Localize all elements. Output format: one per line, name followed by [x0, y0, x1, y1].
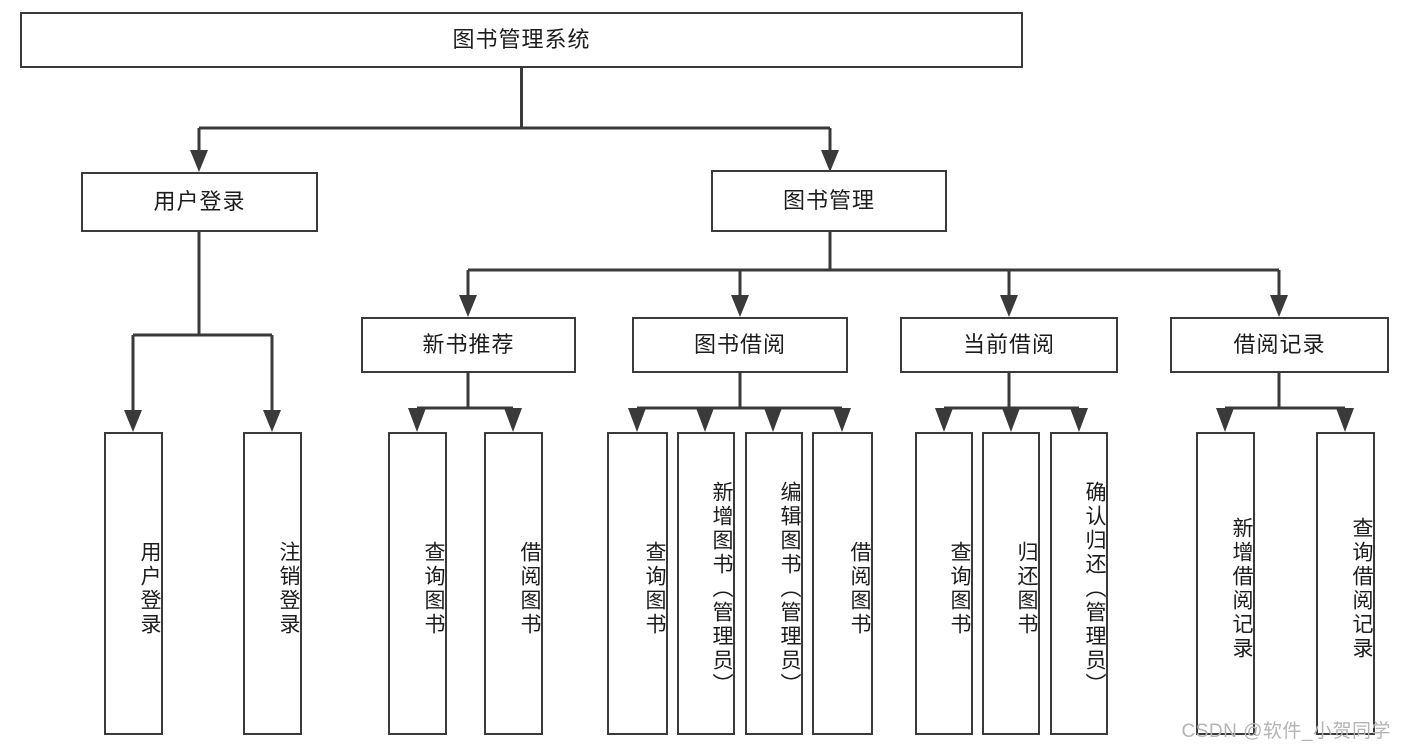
node-label: 借阅图书 — [848, 540, 871, 637]
node-label: 确认归还（管理员） — [1083, 480, 1106, 697]
arrow-book-manage — [821, 150, 839, 172]
arrow-leaf-query-book-1 — [408, 408, 426, 432]
node-leaf-query-borrow-record[interactable]: 查询借阅记录 — [1316, 432, 1375, 735]
arrow-leaf-query-book-3 — [935, 408, 953, 432]
node-label: 新增图书（管理员） — [710, 480, 733, 697]
node-label: 图书管理系统 — [452, 27, 591, 53]
arrow-leaf-add-record — [1216, 408, 1234, 432]
node-borrow-record[interactable]: 借阅记录 — [1170, 317, 1389, 373]
node-book-management-system[interactable]: 图书管理系统 — [20, 12, 1023, 68]
node-leaf-logout-login[interactable]: 注销登录 — [243, 432, 302, 735]
node-label: 新增借阅记录 — [1230, 516, 1253, 661]
node-new-book-recommend[interactable]: 新书推荐 — [361, 317, 576, 373]
node-leaf-query-book-borrow[interactable]: 查询图书 — [607, 432, 668, 735]
arrow-leaf-logout-login — [263, 410, 281, 432]
arrow-leaf-user-login — [124, 410, 142, 432]
arrow-leaf-query-record — [1336, 408, 1354, 432]
node-leaf-add-book[interactable]: 新增图书（管理员） — [677, 432, 735, 735]
arrow-leaf-borrow-book-1 — [504, 408, 522, 432]
arrow-leaf-return-book — [1002, 408, 1020, 432]
node-label: 查询图书 — [422, 540, 445, 637]
arrow-new-book-recommend — [459, 295, 477, 317]
node-leaf-query-book-current[interactable]: 查询图书 — [915, 432, 973, 735]
arrow-leaf-borrow-book-2 — [833, 408, 851, 432]
arrow-borrow-record — [1270, 295, 1288, 317]
arrow-current-borrow — [1000, 295, 1018, 317]
node-label: 当前借阅 — [962, 332, 1055, 358]
node-book-borrow[interactable]: 图书借阅 — [632, 317, 848, 373]
node-leaf-query-book-recommend[interactable]: 查询图书 — [388, 432, 447, 735]
node-current-borrow[interactable]: 当前借阅 — [900, 317, 1118, 373]
node-label: 图书管理 — [782, 188, 875, 214]
node-leaf-edit-book[interactable]: 编辑图书（管理员） — [745, 432, 803, 735]
arrow-user-login — [190, 150, 208, 172]
arrow-leaf-confirm-return — [1070, 408, 1088, 432]
node-label: 用户登录 — [153, 189, 246, 215]
node-label: 借阅图书 — [518, 540, 541, 637]
node-leaf-borrow-book[interactable]: 借阅图书 — [812, 432, 873, 735]
node-label: 注销登录 — [277, 540, 300, 637]
arrow-leaf-edit-book — [764, 408, 782, 432]
node-leaf-borrow-book-recommend[interactable]: 借阅图书 — [484, 432, 543, 735]
arrow-leaf-add-book — [696, 408, 714, 432]
node-label: 查询图书 — [948, 540, 971, 637]
node-label: 新书推荐 — [422, 332, 515, 358]
node-leaf-add-borrow-record[interactable]: 新增借阅记录 — [1196, 432, 1255, 735]
node-label: 图书借阅 — [693, 332, 786, 358]
watermark-text: CSDN @软件_小贺同学 — [1181, 721, 1391, 742]
node-leaf-confirm-return[interactable]: 确认归还（管理员） — [1050, 432, 1108, 735]
arrow-book-borrow — [731, 295, 749, 317]
node-label: 归还图书 — [1015, 540, 1038, 637]
node-label: 查询图书 — [643, 540, 666, 637]
node-label: 查询借阅记录 — [1350, 516, 1373, 661]
node-book-manage[interactable]: 图书管理 — [711, 170, 947, 232]
node-leaf-user-login[interactable]: 用户登录 — [104, 432, 163, 735]
node-label: 借阅记录 — [1233, 332, 1326, 358]
node-leaf-return-book[interactable]: 归还图书 — [982, 432, 1040, 735]
arrow-leaf-query-book-2 — [628, 408, 646, 432]
node-label: 用户登录 — [138, 540, 161, 637]
node-user-login[interactable]: 用户登录 — [81, 172, 318, 232]
node-label: 编辑图书（管理员） — [778, 480, 801, 697]
